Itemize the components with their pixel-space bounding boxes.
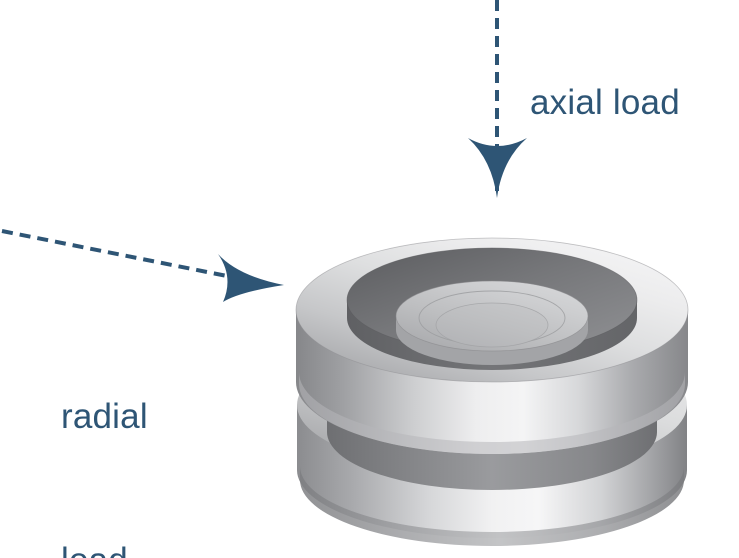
center-hub [435,302,549,348]
radial-load-label-line2: load [61,537,148,558]
axial-load-label: axial load [530,83,680,122]
axial-load-arrow[interactable] [468,0,527,198]
radial-load-label: radial load [61,297,148,558]
radial-dashed-line [1,229,233,279]
radial-arrowhead [218,254,284,302]
axial-arrowhead [468,138,527,198]
radial-load-label-line1: radial [61,397,148,436]
radial-load-arrow[interactable] [1,229,284,302]
